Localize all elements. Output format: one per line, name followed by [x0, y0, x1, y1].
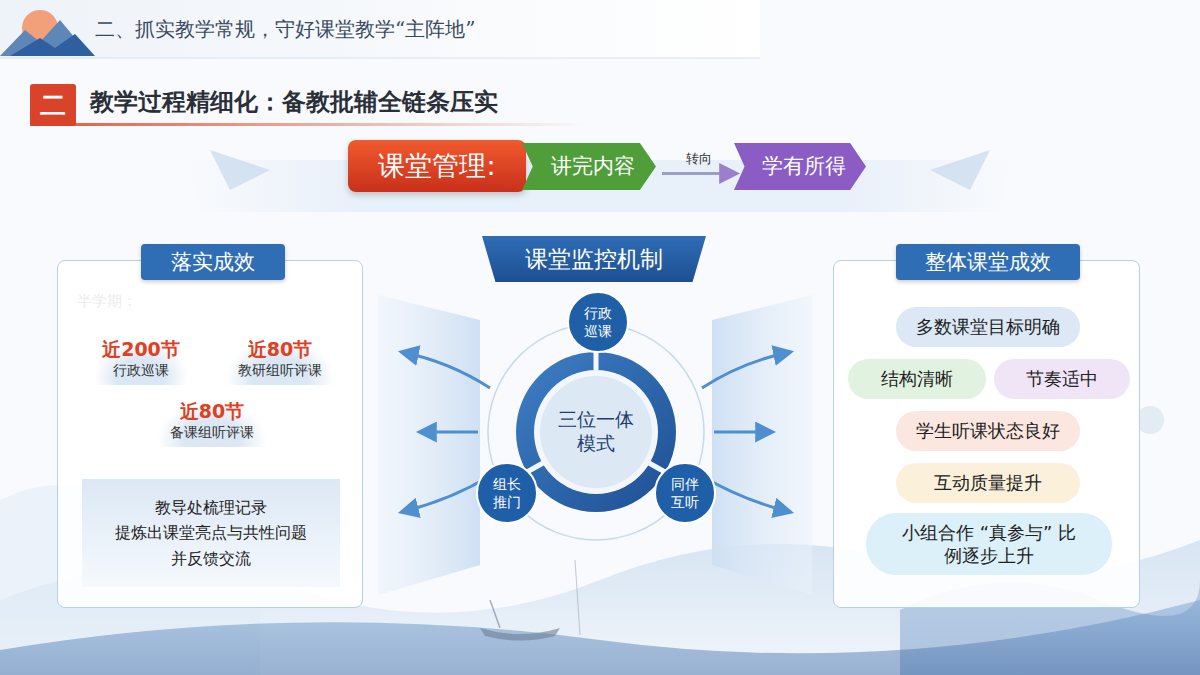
node-text: 二 [40, 89, 66, 122]
connector-arrow [662, 172, 736, 175]
result-panel: 整体课堂成效多数课堂目标明确结构清晰节奏适中学生听课状态良好互动质量提升小组合作… [833, 260, 1140, 608]
node-subtext: 并反馈交流 [171, 546, 251, 572]
node-subtext: 教研组听评课 [238, 362, 322, 380]
node-text: 课堂监控机制 [525, 245, 663, 274]
count-disc: 近80节教研组听评课 [216, 333, 344, 385]
page-title: 二、抓实教学常规，守好课堂教学“主阵地” [95, 16, 475, 43]
management-box: 课堂管理: [348, 140, 526, 192]
node-text: 小组合作 “真参与” 比例逐步上升 [894, 521, 1084, 568]
chevron-box: 讲完内容 [522, 143, 656, 190]
number-badge: 二 [30, 84, 76, 126]
node-text: 近200节 [102, 338, 180, 362]
count-disc: 近80节备课组听评课 [148, 395, 276, 447]
node-text: 课堂管理: [378, 149, 495, 183]
core-circle: 三位一体模式 [540, 376, 652, 488]
edge-label: 转向 [684, 150, 714, 168]
chevron-box: 学有所得 [734, 143, 866, 190]
node-text: 互动质量提升 [934, 472, 1042, 495]
fan-panel [712, 295, 812, 595]
node-text: 学生听课状态良好 [916, 420, 1060, 443]
node-text: 节奏适中 [1026, 368, 1098, 391]
result-pill: 互动质量提升 [896, 463, 1080, 503]
role-circle: 行政巡课 [567, 291, 629, 353]
node-text: 讲完内容 [551, 153, 635, 179]
node-subtext: 备课组听评课 [170, 424, 254, 442]
node-text: 学有所得 [762, 153, 846, 179]
result-pill: 多数课堂目标明确 [896, 307, 1080, 347]
feedback-box: 教导处梳理记录提炼出课堂亮点与共性问题并反馈交流 [82, 479, 340, 587]
role-circle: 同伴互听 [654, 462, 716, 524]
count-disc: 近200节行政巡课 [86, 333, 196, 385]
node-text: 行政巡课 [583, 304, 613, 340]
result-pill: 节奏适中 [994, 359, 1130, 399]
mechanism-banner: 课堂监控机制 [482, 236, 706, 282]
node-text: 组长推门 [492, 475, 522, 511]
result-panel: 落实成效近200节行政巡课近80节教研组听评课近80节备课组听评课教导处梳理记录… [57, 260, 363, 608]
node-text: 同伴互听 [670, 475, 700, 511]
node-text: 结构清晰 [881, 368, 953, 391]
node-subtext: 行政巡课 [113, 362, 169, 380]
result-pill: 结构清晰 [848, 359, 986, 399]
node-text: 多数课堂目标明确 [916, 316, 1060, 339]
node-text: 近80节 [248, 338, 312, 362]
node-text: 落实成效 [141, 244, 285, 280]
fan-panel [378, 295, 480, 595]
node-text: 三位一体模式 [556, 408, 636, 456]
section-heading: 教学过程精细化：备教批辅全链条压实 [90, 86, 498, 118]
node-text: 整体课堂成效 [896, 244, 1080, 280]
role-circle: 组长推门 [476, 462, 538, 524]
node-text: 教导处梳理记录 [155, 495, 267, 521]
result-pill: 学生听课状态良好 [896, 411, 1080, 451]
result-pill: 小组合作 “真参与” 比例逐步上升 [866, 513, 1112, 575]
node-subtext: 提炼出课堂亮点与共性问题 [115, 520, 307, 546]
node-text: 近80节 [180, 400, 244, 424]
